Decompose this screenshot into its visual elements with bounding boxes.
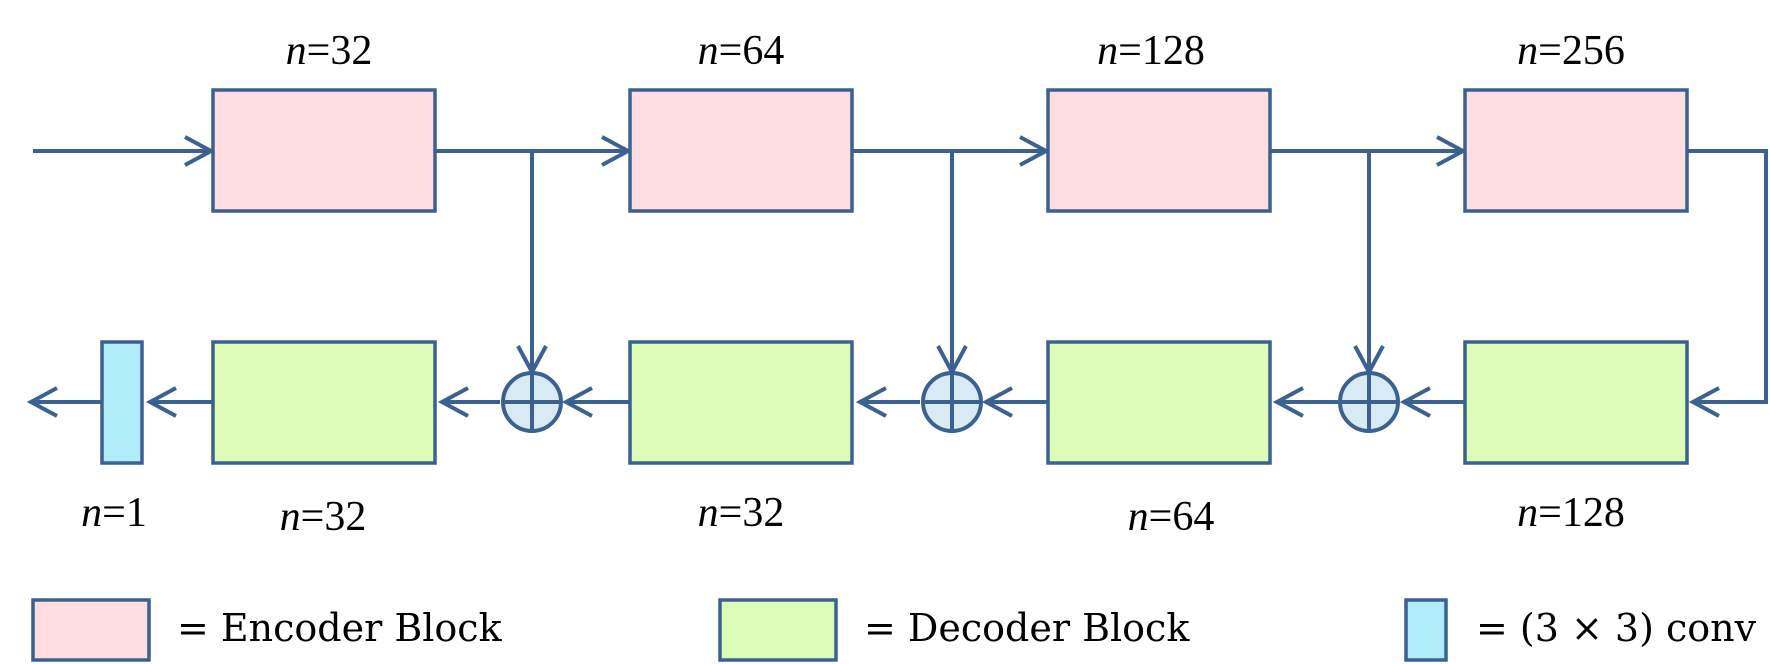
arrowhead-left bbox=[26, 386, 58, 418]
legend-decoder-label: = Decoder Block bbox=[864, 606, 1190, 650]
arrowhead-left bbox=[145, 386, 177, 418]
decoder-block-3 bbox=[1046, 340, 1272, 465]
arrowhead-right bbox=[1019, 135, 1051, 167]
encoder-label-4: n=256 bbox=[1517, 28, 1625, 74]
encoder-label-3: n=128 bbox=[1097, 28, 1205, 74]
arrowhead-left bbox=[855, 386, 887, 418]
arrowhead-left bbox=[1688, 386, 1720, 418]
decoder-label-2: n=32 bbox=[698, 490, 785, 536]
legend-conv-label: = (3 × 3) conv bbox=[1476, 606, 1757, 650]
encoder-label-2: n=64 bbox=[698, 28, 785, 74]
sum-node-1 bbox=[501, 371, 563, 433]
sum-node-2 bbox=[921, 371, 983, 433]
arrowhead-left bbox=[981, 386, 1013, 418]
conv-block bbox=[100, 340, 144, 465]
arrowhead-right bbox=[601, 135, 633, 167]
legend: = Encoder Block = Decoder Block = (3 × 3… bbox=[31, 598, 1757, 662]
decoder-block-2 bbox=[628, 340, 854, 465]
decoder-label-1: n=32 bbox=[280, 494, 367, 540]
decoder-label-4: n=128 bbox=[1517, 490, 1625, 536]
arrowhead-right bbox=[1436, 135, 1468, 167]
decoder-block-1 bbox=[211, 340, 437, 465]
legend-conv-swatch bbox=[1404, 598, 1448, 662]
legend-decoder-swatch bbox=[718, 598, 838, 662]
arrowhead-left bbox=[437, 386, 469, 418]
encoder-block-1 bbox=[211, 88, 437, 213]
legend-encoder-label: = Encoder Block bbox=[177, 606, 503, 650]
bottleneck-wire bbox=[1688, 149, 1768, 404]
decoder-label-3: n=64 bbox=[1128, 494, 1215, 540]
arrowhead-left bbox=[1272, 386, 1304, 418]
encoder-block-3 bbox=[1046, 88, 1272, 213]
conv-label: n=1 bbox=[81, 490, 147, 536]
decoder-block-4 bbox=[1463, 340, 1689, 465]
encoder-block-4 bbox=[1463, 88, 1689, 213]
arrowhead-right bbox=[184, 135, 216, 167]
arrowhead-left bbox=[1399, 386, 1431, 418]
arrowhead-left bbox=[561, 386, 593, 418]
legend-encoder-swatch bbox=[31, 598, 151, 662]
encoder-label-1: n=32 bbox=[286, 28, 373, 74]
encoder-block-2 bbox=[628, 88, 854, 213]
sum-node-3 bbox=[1338, 371, 1400, 433]
